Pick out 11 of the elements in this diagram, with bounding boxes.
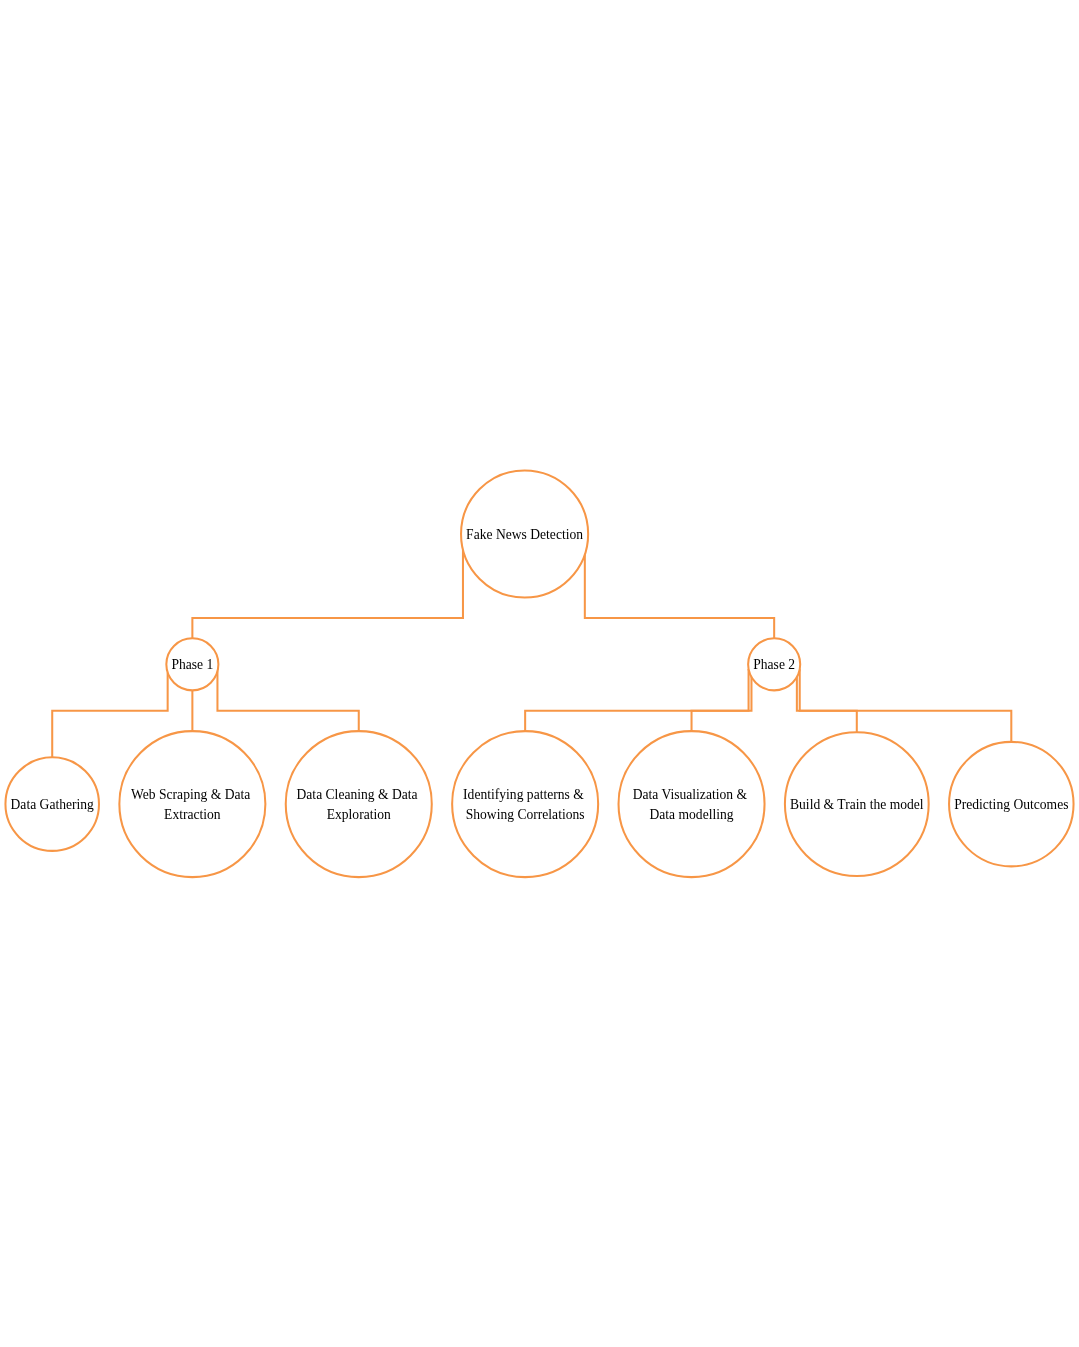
- node-circle: Fake News Detection: [460, 469, 590, 599]
- node-circle: Build & Train the model: [783, 730, 930, 877]
- node-circle: Web Scraping & Data Extraction: [118, 729, 267, 878]
- node-circle: Data Cleaning & Data Exploration: [284, 729, 433, 878]
- node-circle: Data Gathering: [4, 756, 100, 852]
- node-circle: Identifying patterns & Showing Correlations: [451, 729, 600, 878]
- connector: [191, 690, 194, 732]
- node-circle: Phase 1: [165, 637, 220, 692]
- node-circle: Data Visualization & Data modelling: [617, 729, 766, 878]
- node-circle: Phase 2: [747, 637, 802, 692]
- node-circle: Predicting Outcomes: [948, 740, 1075, 868]
